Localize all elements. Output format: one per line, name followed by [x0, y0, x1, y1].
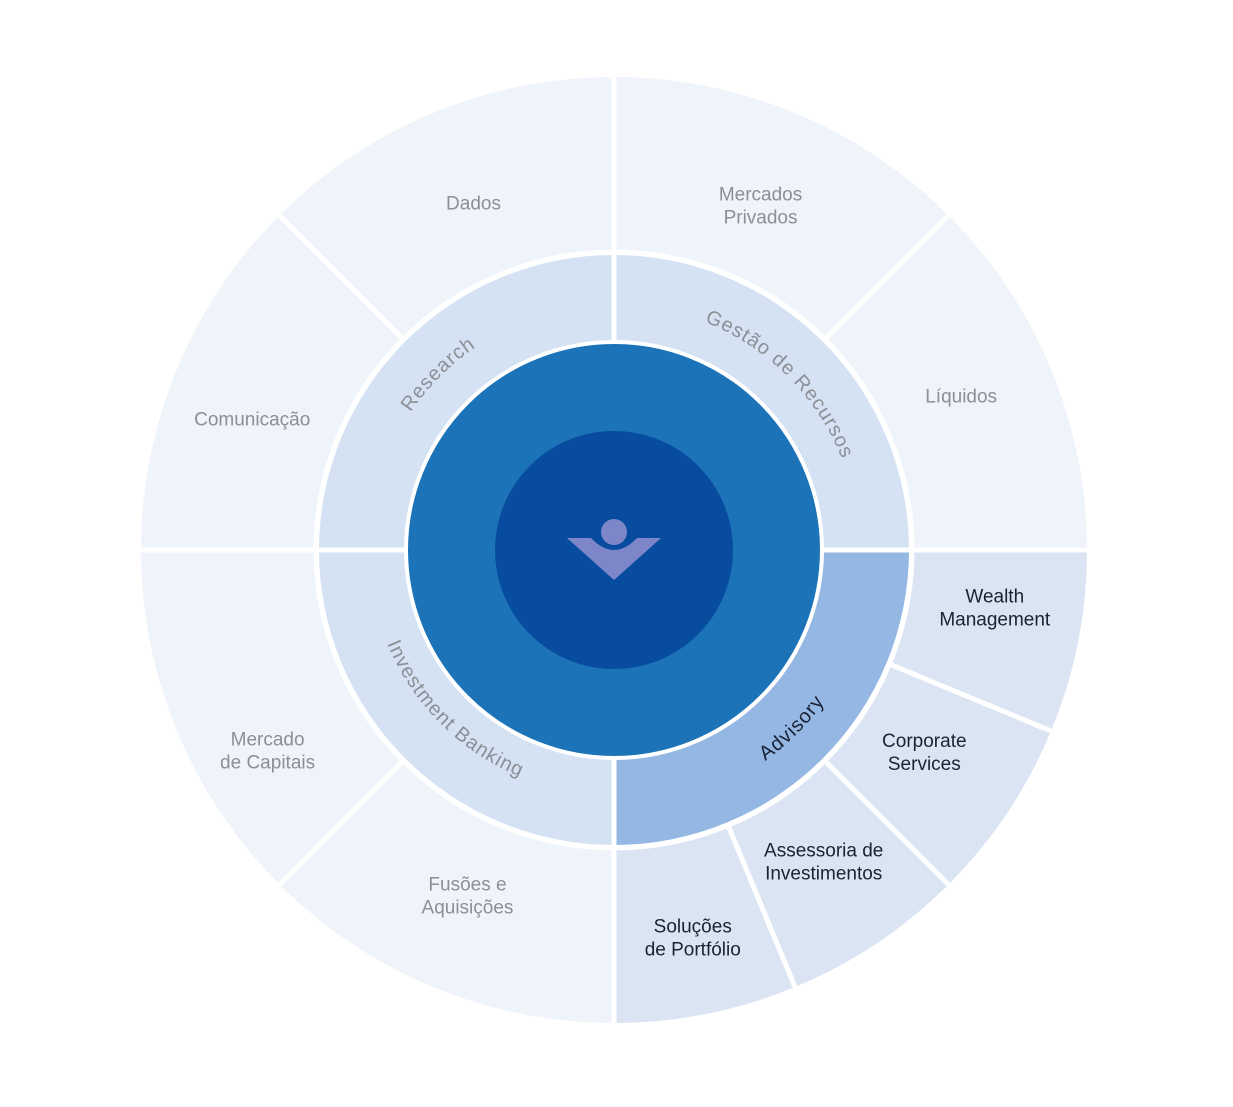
- outer-separator: [885, 660, 1055, 735]
- segment-label-line: Mercados: [719, 184, 802, 205]
- segment-label-line: Privados: [724, 207, 798, 228]
- segment-label-line: Soluções: [654, 917, 732, 938]
- segment-label-line: Wealth: [965, 586, 1024, 607]
- segment-shape-solucoes[interactable]: [614, 824, 796, 1023]
- segment-label-line: Assessoria de: [764, 840, 883, 861]
- segment-label-line: Fusões e: [428, 875, 506, 896]
- segment-shape-dados[interactable]: [279, 77, 614, 340]
- outer-separator: [724, 821, 799, 991]
- segment-liquidos[interactable]: Líquidos: [824, 215, 1087, 550]
- segment-shape-liquidos[interactable]: [824, 215, 1087, 550]
- segment-label-line: Investimentos: [765, 863, 882, 884]
- outer-separator: [820, 756, 953, 889]
- segment-shape-corporate-services[interactable]: [824, 663, 1051, 885]
- segment-label-line: de Capitais: [220, 753, 315, 774]
- segment-label-line: Management: [939, 609, 1051, 630]
- core: [404, 340, 824, 760]
- segment-shape-mercado-capitais[interactable]: [141, 550, 404, 885]
- segment-label-line: Comunicação: [194, 409, 310, 430]
- segment-label-line: Services: [888, 754, 961, 775]
- segment-dados[interactable]: Dados: [279, 77, 614, 340]
- segment-shape-mercados-privados[interactable]: [614, 77, 949, 340]
- segment-label-line: Corporate: [882, 731, 967, 752]
- segment-label-line: de Portfólio: [645, 940, 741, 961]
- logo-chevron: [567, 538, 661, 580]
- ring-gap: [313, 249, 915, 851]
- outer-separator: [275, 756, 408, 889]
- segment-shape-comunicacao[interactable]: [141, 215, 404, 550]
- outer-separator: [820, 211, 953, 344]
- segment-label-dados: Dados: [446, 193, 501, 214]
- segment-label-line: Mercado: [231, 730, 305, 751]
- segment-label-comunicacao: Comunicação: [194, 409, 310, 430]
- segment-comunicacao[interactable]: Comunicação: [141, 215, 404, 550]
- segment-shape-fusoes[interactable]: [279, 760, 614, 1023]
- segment-label-line: Dados: [446, 193, 501, 214]
- logo-head: [601, 519, 627, 545]
- segment-shape-wealth-management[interactable]: [888, 550, 1087, 732]
- segment-label-line: Aquisições: [422, 898, 514, 919]
- segment-label-liquidos: Líquidos: [925, 386, 997, 407]
- person-chevron-icon: [567, 519, 661, 580]
- outer-separator: [275, 211, 408, 344]
- segment-shape-assessoria[interactable]: [727, 760, 949, 987]
- segment-label-line: Líquidos: [925, 386, 997, 407]
